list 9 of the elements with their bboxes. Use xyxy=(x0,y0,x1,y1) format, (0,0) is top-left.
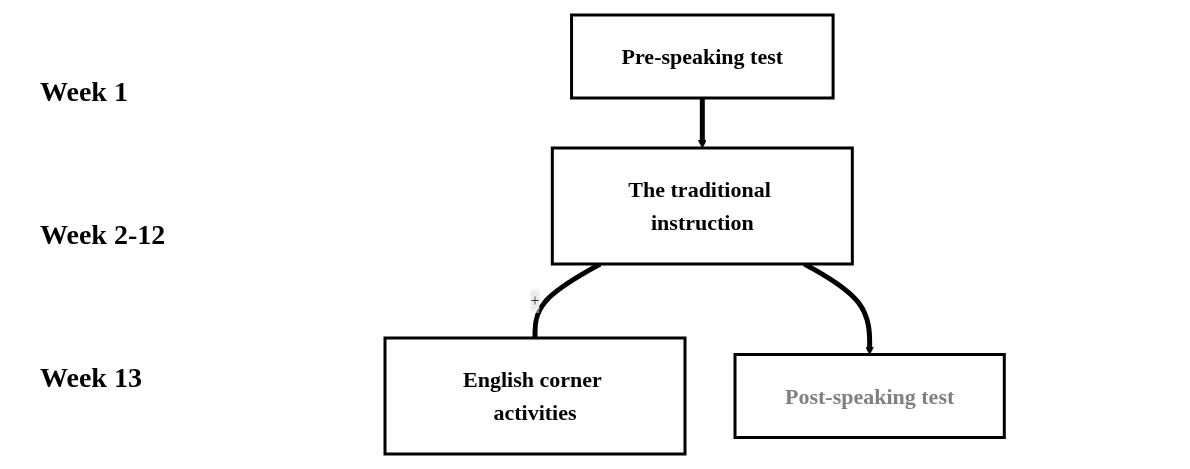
week-label: Week 13 xyxy=(40,361,143,394)
node-box: The traditional instruction xyxy=(551,146,855,266)
week-label: Week 2-12 xyxy=(40,218,167,251)
node-box: Post-speaking test xyxy=(733,353,1007,439)
week-label: Week 1 xyxy=(40,75,129,108)
node-box: English corner activities xyxy=(383,336,687,456)
node-box: Pre-speaking test xyxy=(570,13,835,100)
arrow xyxy=(698,98,708,149)
edge-label: + xyxy=(530,292,540,309)
